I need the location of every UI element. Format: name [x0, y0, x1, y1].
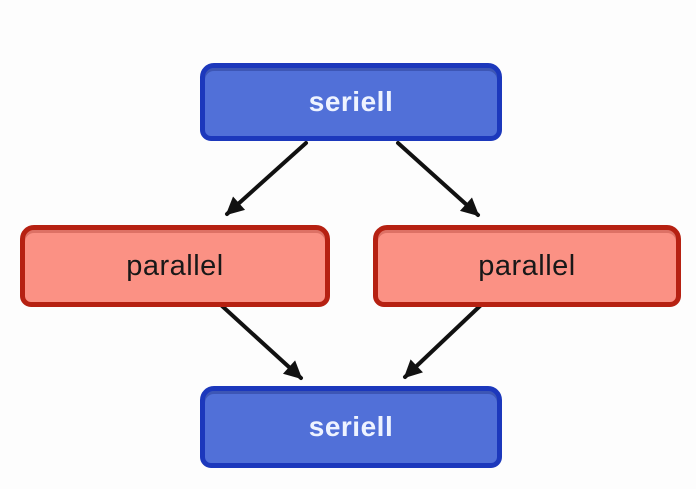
node-parallel-left: parallel — [20, 225, 330, 307]
arrow-right-to-bottom — [403, 303, 483, 379]
node-label: seriell — [308, 411, 394, 442]
arrow-top-to-left — [225, 141, 308, 216]
node-parallel-right: parallel — [373, 225, 681, 307]
node-label: parallel — [126, 249, 224, 282]
arrow-top-to-right — [396, 141, 480, 217]
node-seriell-top: seriell — [200, 63, 502, 141]
node-seriell-bottom: seriell — [200, 386, 502, 468]
node-label: parallel — [478, 249, 576, 282]
arrow-left-to-bottom — [219, 303, 303, 380]
node-label: seriell — [308, 86, 394, 117]
